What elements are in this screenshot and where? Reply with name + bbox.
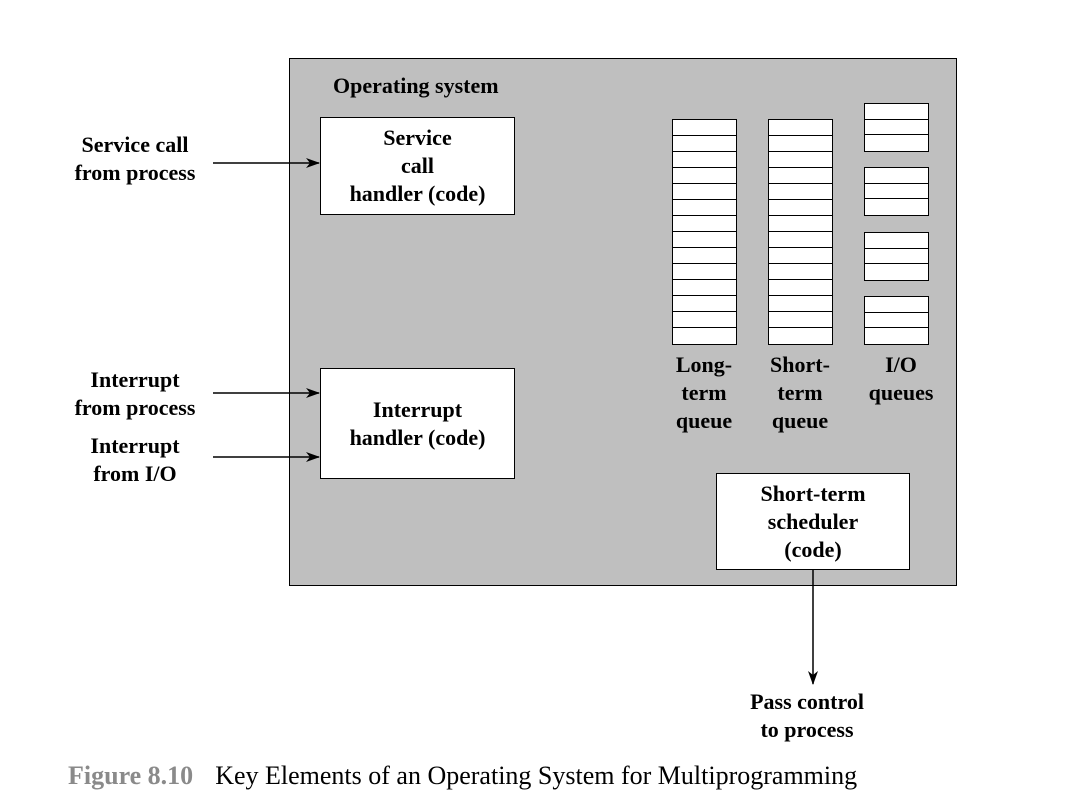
queue-slot xyxy=(769,312,832,328)
queue-slot xyxy=(673,216,736,232)
long-term-queue-label: Long- term queue xyxy=(675,352,733,433)
queue-slot xyxy=(769,280,832,296)
queue-slot xyxy=(673,248,736,264)
queue-slot xyxy=(865,104,928,120)
queue-slot xyxy=(769,200,832,216)
queue-slot xyxy=(769,152,832,168)
interrupt-handler-label: Interrupt handler (code) xyxy=(349,396,486,450)
queue-slot xyxy=(673,120,736,136)
pass-control-label: Pass control to process xyxy=(750,689,864,742)
io-queue xyxy=(864,296,929,345)
short-term-scheduler-box: Short-term scheduler (code) xyxy=(716,473,910,570)
queue-slot xyxy=(865,249,928,265)
queue-slot xyxy=(673,184,736,200)
queue-slot xyxy=(865,168,928,184)
interrupt-process-input-label: Interrupt from process xyxy=(74,367,196,420)
queue-slot xyxy=(673,296,736,312)
queue-slot xyxy=(673,136,736,152)
interrupt-io-input-label: Interrupt from I/O xyxy=(90,433,180,486)
io-queue xyxy=(864,103,929,152)
queue-slot xyxy=(769,168,832,184)
queue-slot xyxy=(673,168,736,184)
short-term-queue xyxy=(768,119,833,345)
service-call-handler-box: Service call handler (code) xyxy=(320,117,515,215)
service-call-handler-label: Service call handler (code) xyxy=(349,125,486,206)
figure-number: Figure 8.10 xyxy=(68,761,194,790)
os-title: Operating system xyxy=(333,73,499,98)
queue-slot xyxy=(769,184,832,200)
short-term-scheduler-label: Short-term scheduler (code) xyxy=(760,480,866,562)
queue-slot xyxy=(769,248,832,264)
queue-slot xyxy=(673,152,736,168)
service-call-input-label: Service call from process xyxy=(74,132,196,185)
queue-slot xyxy=(769,120,832,136)
queue-slot xyxy=(673,280,736,296)
queue-slot xyxy=(769,296,832,312)
io-queue xyxy=(864,167,929,216)
interrupt-handler-box: Interrupt handler (code) xyxy=(320,368,515,479)
queue-slot xyxy=(673,264,736,280)
queue-slot xyxy=(865,297,928,313)
long-term-queue xyxy=(672,119,737,345)
queue-slot xyxy=(769,264,832,280)
io-queues-label: I/O queues xyxy=(868,352,934,405)
io-queue xyxy=(864,232,929,281)
figure-caption: Figure 8.10 Key Elements of an Operating … xyxy=(68,760,857,792)
short-term-queue-label: Short- term queue xyxy=(770,352,830,433)
queue-slot xyxy=(673,312,736,328)
queue-slot xyxy=(865,313,928,329)
queue-slot xyxy=(865,233,928,249)
queue-slot xyxy=(673,232,736,248)
queue-slot xyxy=(769,136,832,152)
queue-slot xyxy=(865,184,928,200)
figure-caption-text: Key Elements of an Operating System for … xyxy=(215,761,858,790)
queue-slot xyxy=(769,232,832,248)
queue-slot xyxy=(865,120,928,136)
queue-slot xyxy=(673,200,736,216)
queue-slot xyxy=(769,216,832,232)
